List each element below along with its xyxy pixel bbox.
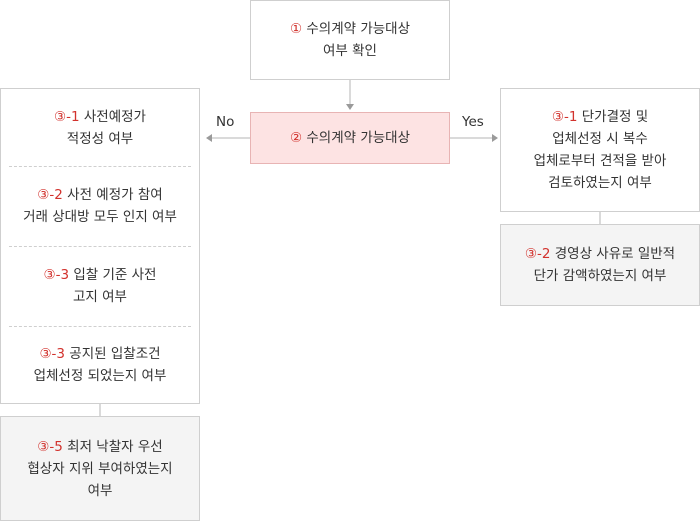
yes-label: Yes (462, 114, 484, 130)
left-bottom-line-1: ③-5 최저 낙찰자 우선 (37, 436, 162, 458)
right-box-yes-branch: ③-1 단가결정 및 업체선정 시 복수 업체로부터 견적을 받아 검토하였는지… (500, 88, 700, 212)
right-box-line-1: ③-1 단가결정 및 (552, 106, 648, 128)
left-section-4: ③-3 공지된 입찰조건 업체선정 되었는지 여부 (1, 327, 199, 403)
right-bottom-box: ③-2 경영상 사유로 일반적 단가 감액하였는지 여부 (500, 224, 700, 306)
dashed-divider (9, 326, 191, 327)
dashed-divider (9, 246, 191, 247)
center-box-line-1: ② 수의계약 가능대상 (290, 127, 410, 149)
center-box-text-1: 수의계약 가능대상 (302, 130, 411, 146)
left-section-3-text-2: 고지 여부 (73, 289, 127, 305)
top-box-line-1: ① 수의계약 가능대상 (290, 18, 410, 40)
left-section-1-text-1: 사전예정가 (79, 108, 146, 125)
left-bottom-text-2: 협상자 지위 부여하였는지 (27, 460, 173, 477)
left-section-1: ③-1 사전예정가 적정성 여부 (1, 89, 199, 166)
arrowhead-down (346, 104, 354, 110)
left-section-4-line-1: ③-3 공지된 입찰조건 (39, 343, 160, 365)
left-section-3-line-1: ③-3 입찰 기준 사전 (44, 264, 157, 286)
step-number: ③-1 (551, 109, 578, 125)
center-box-decision: ② 수의계약 가능대상 (250, 112, 450, 164)
step-number: ① (289, 21, 303, 37)
step-number: ③-2 (524, 246, 551, 262)
left-section-3: ③-3 입찰 기준 사전 고지 여부 (1, 247, 199, 325)
right-bottom-text-2: 단가 감액하였는지 여부 (533, 268, 667, 284)
left-section-2-line-1: ③-2 사전 예정가 참여 (37, 184, 162, 206)
step-number: ② (289, 130, 303, 146)
right-box-text-2: 업체선정 시 복수 (552, 131, 648, 147)
step-number: ③-1 (54, 108, 80, 125)
right-bottom-line-1: ③-2 경영상 사유로 일반적 (525, 243, 675, 265)
left-section-1-line-1: ③-1 사전예정가 (54, 106, 146, 128)
left-section-1-text-2: 적정성 여부 (66, 130, 134, 147)
left-section-3-text-1: 입찰 기준 사전 (69, 267, 157, 283)
left-bottom-text-3: 여부 (87, 482, 113, 499)
top-box-text-1: 수의계약 가능대상 (302, 21, 411, 37)
left-box-no-branch: ③-1 사전예정가 적정성 여부 ③-2 사전 예정가 참여 거래 상대방 모두… (0, 88, 200, 404)
left-bottom-text-1: 최저 낙찰자 우선 (62, 438, 163, 455)
right-box-text-1: 단가결정 및 (577, 109, 649, 125)
step-number: ③-2 (37, 187, 63, 203)
step-number: ③-3 (39, 346, 66, 362)
right-box-text-4: 검토하였는지 여부 (548, 175, 652, 191)
top-box-text-2: 여부 확인 (323, 43, 377, 59)
left-section-2-text-2: 거래 상대방 모두 인지 여부 (23, 209, 177, 225)
left-bottom-box: ③-5 최저 낙찰자 우선 협상자 지위 부여하였는지 여부 (0, 416, 200, 521)
left-section-2-text-1: 사전 예정가 참여 (62, 187, 163, 203)
dashed-divider (9, 166, 191, 167)
arrowhead-left (206, 134, 212, 142)
left-section-2: ③-2 사전 예정가 참여 거래 상대방 모두 인지 여부 (1, 167, 199, 245)
step-number: ③-3 (43, 267, 70, 283)
step-number: ③-5 (37, 438, 63, 455)
arrowhead-right (492, 134, 498, 142)
right-box-text-3: 업체로부터 견적을 받아 (533, 153, 667, 169)
top-box-check-eligibility: ① 수의계약 가능대상 여부 확인 (250, 0, 450, 80)
left-section-4-text-2: 업체선정 되었는지 여부 (33, 368, 167, 384)
no-label: No (216, 114, 235, 130)
left-section-4-text-1: 공지된 입찰조건 (65, 346, 161, 362)
right-bottom-text-1: 경영상 사유로 일반적 (550, 246, 676, 262)
